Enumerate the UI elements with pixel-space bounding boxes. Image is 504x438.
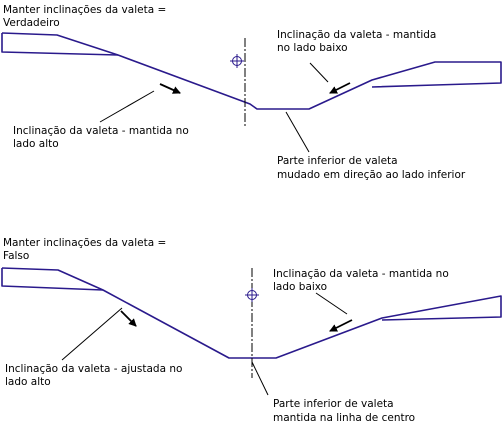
bottom-left-note-line2: lado alto <box>5 376 51 388</box>
bottom-left-note-line1: Inclinação da valeta - ajustada no <box>5 363 182 375</box>
leader-line <box>285 111 310 153</box>
top-left-note-line2: lado alto <box>13 138 59 150</box>
bottom-setting-label-line1: Manter inclinações da valeta = <box>3 237 166 249</box>
top-ditch-profile <box>1 32 502 110</box>
top-setting-label-line2: Verdadeiro <box>3 17 60 29</box>
centerline-icon <box>245 288 259 302</box>
bottom-right-note-line1: Inclinação da valeta - mantida no <box>273 268 449 280</box>
centerline-icon <box>230 54 244 68</box>
top-bottom-note-line2: mudado em direção ao lado inferior <box>277 169 466 181</box>
top-left-ground <box>1 33 119 56</box>
leader-line <box>251 361 269 396</box>
bottom-bottom-note-line2: mantida na linha de centro <box>273 412 415 424</box>
bottom-right-note-line2: lado baixo <box>273 281 327 293</box>
top-right-note-line2: no lado baixo <box>277 42 348 54</box>
leader-line <box>309 62 329 83</box>
top-left-note-line1: Inclinação da valeta - mantida no <box>13 125 189 137</box>
bottom-ditch-profile <box>1 267 502 359</box>
leader-line <box>61 307 123 361</box>
direction-arrow-icon <box>329 82 351 94</box>
bottom-section: Manter inclinações da valeta = Falso Inc… <box>1 237 502 424</box>
leader-line <box>315 292 348 315</box>
top-setting-label-line1: Manter inclinações da valeta = <box>3 4 166 16</box>
direction-arrow-icon <box>120 310 137 327</box>
bottom-setting-label-line2: Falso <box>3 250 29 262</box>
top-section: Manter inclinações da valeta = Verdadeir… <box>1 4 502 181</box>
bottom-left-ground <box>1 268 104 291</box>
direction-arrow-icon <box>329 319 353 332</box>
bottom-bottom-note-line1: Parte inferior de valeta <box>273 398 394 410</box>
top-bottom-note-line1: Parte inferior de valeta <box>277 155 398 167</box>
leader-line <box>99 90 155 123</box>
direction-arrow-icon <box>159 83 181 94</box>
top-right-note-line1: Inclinação da valeta - mantida <box>277 29 436 41</box>
